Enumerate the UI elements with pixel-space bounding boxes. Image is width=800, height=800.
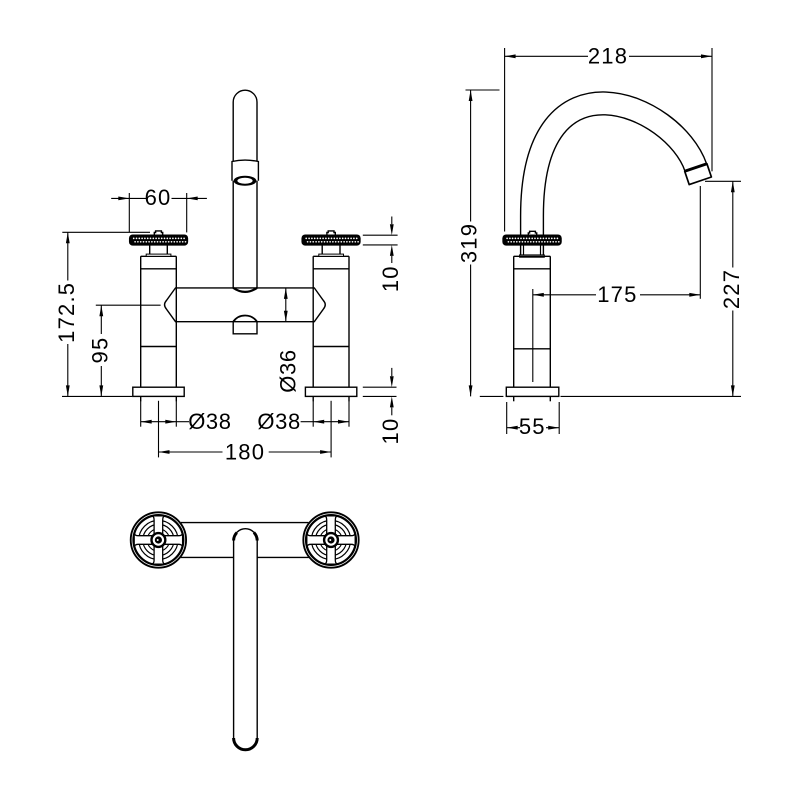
svg-text:172.5: 172.5 xyxy=(54,282,79,343)
svg-text:10: 10 xyxy=(378,418,403,445)
svg-text:95: 95 xyxy=(87,337,112,364)
svg-text:319: 319 xyxy=(457,223,482,263)
svg-text:175: 175 xyxy=(597,282,637,307)
svg-text:60: 60 xyxy=(145,185,172,210)
svg-text:Ø36: Ø36 xyxy=(276,349,301,392)
svg-text:218: 218 xyxy=(588,44,628,69)
svg-text:227: 227 xyxy=(719,269,744,309)
svg-text:55: 55 xyxy=(519,414,546,439)
svg-text:Ø38: Ø38 xyxy=(188,409,231,434)
svg-text:Ø38: Ø38 xyxy=(257,409,300,434)
svg-text:10: 10 xyxy=(378,265,403,292)
svg-text:180: 180 xyxy=(225,439,265,464)
